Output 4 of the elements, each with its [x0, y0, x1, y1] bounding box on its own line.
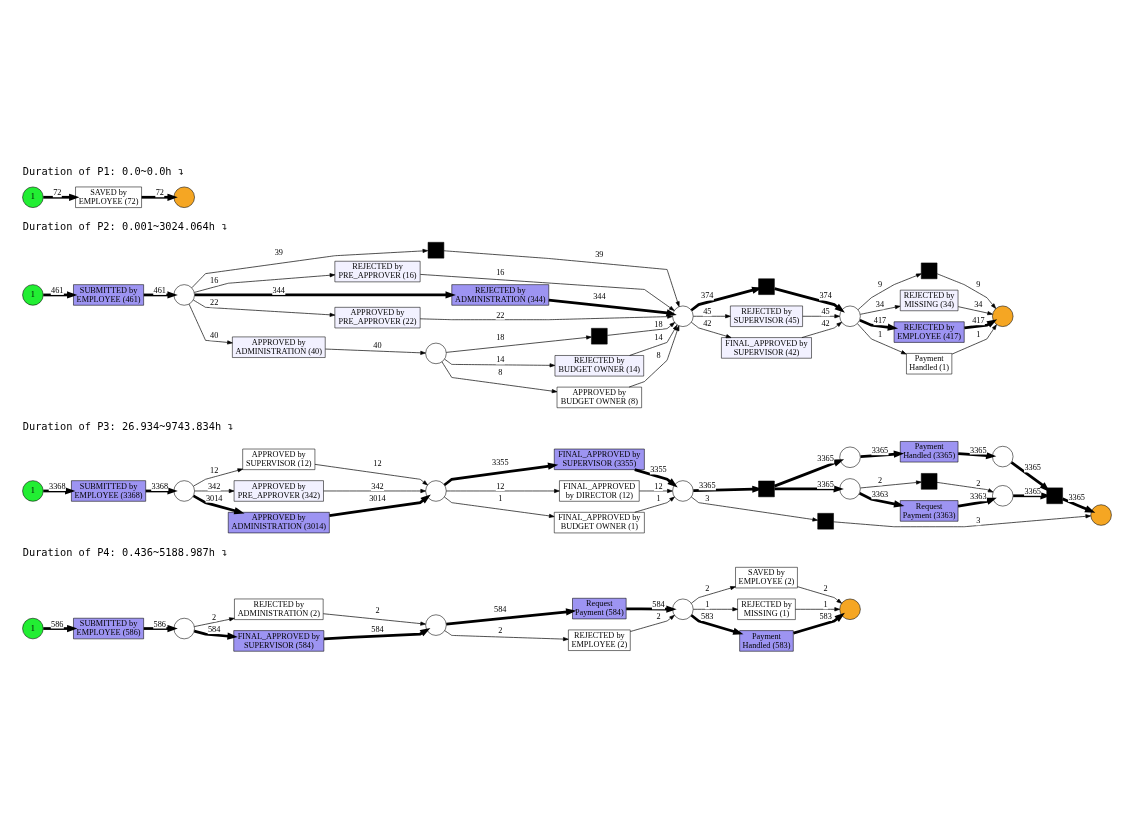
label: Duration of P3: 26.934~9743.834h ↴	[22, 419, 234, 432]
label: Duration of P2: 0.001~3024.064h ↴	[22, 219, 228, 232]
label: Duration of P1: 0.0~0.0h ↴	[22, 164, 184, 177]
label: Duration of P4: 0.436~5188.987h ↴	[22, 545, 228, 558]
